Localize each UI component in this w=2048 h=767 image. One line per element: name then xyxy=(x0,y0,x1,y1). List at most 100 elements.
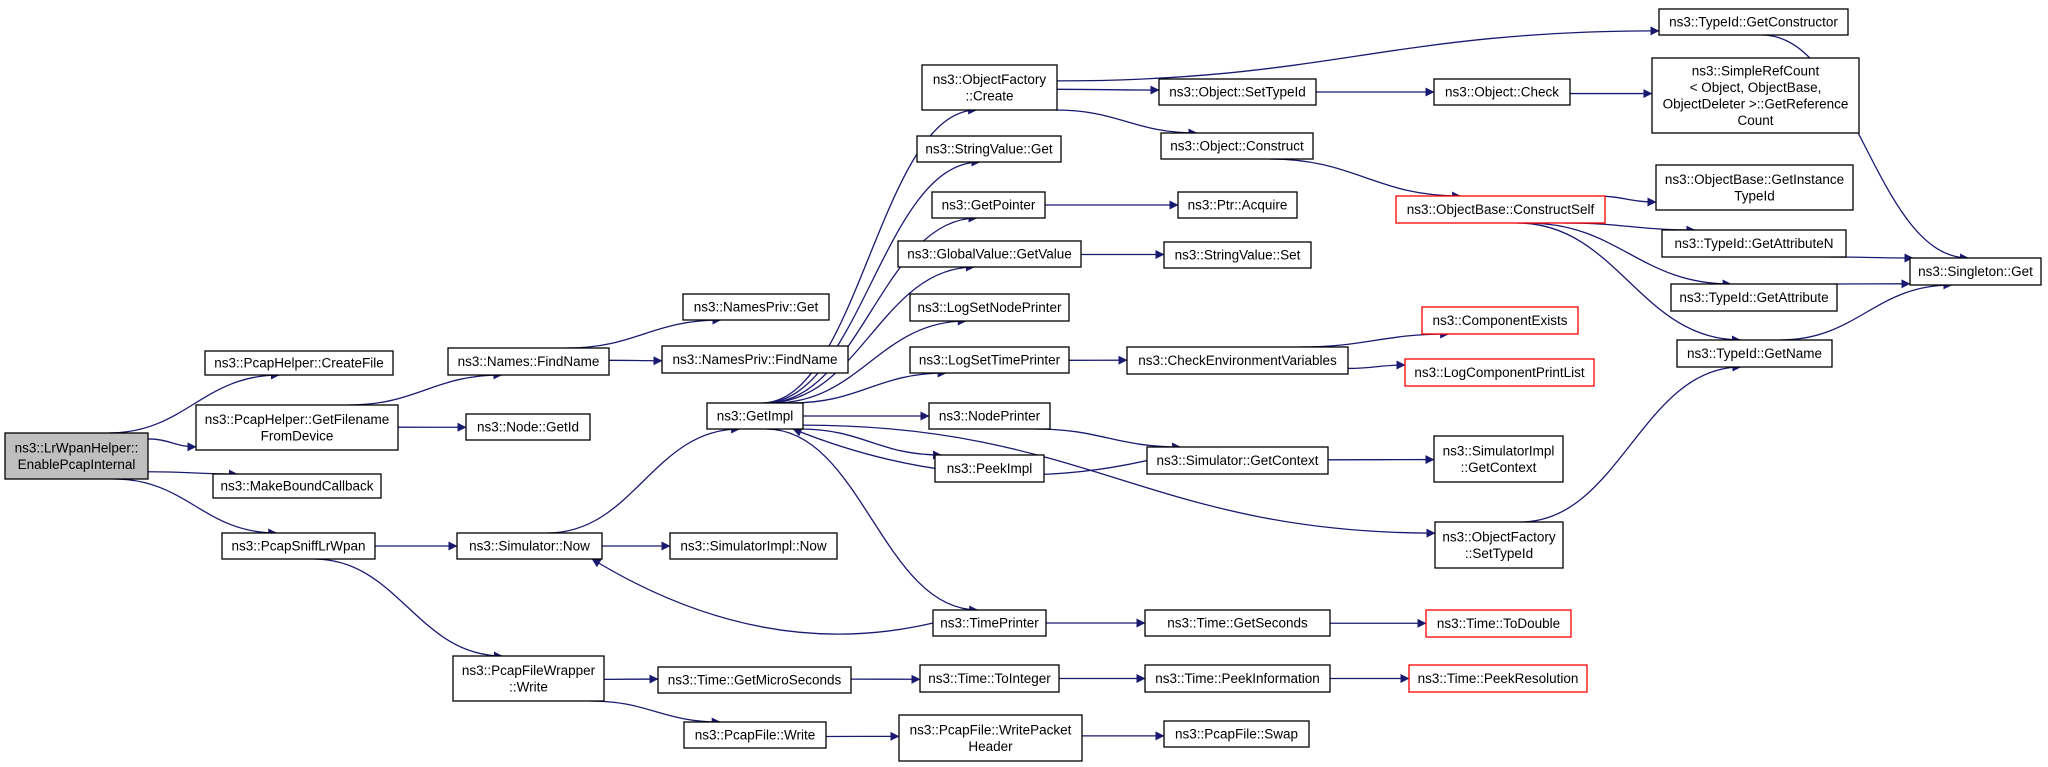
node-box[interactable] xyxy=(452,655,605,702)
node-getattr[interactable]: ns3::TypeId::GetAttribute xyxy=(1670,283,1838,312)
node-box[interactable] xyxy=(928,402,1051,430)
node-box[interactable] xyxy=(1163,241,1312,269)
node-refcount[interactable]: ns3::SimpleRefCount< Object, ObjectBase,… xyxy=(1651,57,1860,134)
node-box[interactable] xyxy=(221,532,376,560)
node-box[interactable] xyxy=(921,64,1058,111)
node-box[interactable] xyxy=(456,532,603,560)
node-box[interactable] xyxy=(1433,435,1564,483)
node-getimpl[interactable]: ns3::GetImpl xyxy=(706,402,804,430)
node-box[interactable] xyxy=(1651,57,1860,134)
node-box[interactable] xyxy=(195,404,399,451)
node-logsettime[interactable]: ns3::LogSetTimePrinter xyxy=(909,346,1070,374)
node-strset[interactable]: ns3::StringValue::Set xyxy=(1163,241,1312,269)
node-box[interactable] xyxy=(204,350,394,376)
node-timeprinter[interactable]: ns3::TimePrinter xyxy=(932,609,1047,637)
node-peekinfo[interactable]: ns3::Time::PeekInformation xyxy=(1144,664,1331,693)
node-box[interactable] xyxy=(1160,132,1314,160)
node-strget[interactable]: ns3::StringValue::Get xyxy=(916,135,1062,163)
node-box[interactable] xyxy=(1433,78,1571,106)
node-peekres[interactable]: ns3::Time::PeekResolution xyxy=(1408,664,1588,693)
node-getattrn[interactable]: ns3::TypeId::GetAttributeN xyxy=(1661,229,1847,258)
node-box[interactable] xyxy=(1421,306,1579,335)
node-box[interactable] xyxy=(897,240,1082,268)
node-box[interactable] xyxy=(1404,358,1595,387)
node-box[interactable] xyxy=(931,191,1046,219)
node-simimplnow[interactable]: ns3::SimulatorImpl::Now xyxy=(669,532,838,560)
node-checkenv[interactable]: ns3::CheckEnvironmentVariables xyxy=(1126,346,1349,375)
node-logsetnode[interactable]: ns3::LogSetNodePrinter xyxy=(909,293,1070,322)
node-ofcreate[interactable]: ns3::ObjectFactory::Create xyxy=(921,64,1058,111)
node-getmicro[interactable]: ns3::Time::GetMicroSeconds xyxy=(657,666,852,694)
edge-ofcreate-to-settypeid xyxy=(1056,85,1160,95)
node-constructself[interactable]: ns3::ObjectBase::ConstructSelf xyxy=(1395,195,1606,224)
node-createfile[interactable]: ns3::PcapHelper::CreateFile xyxy=(204,350,394,376)
node-findname[interactable]: ns3::Names::FindName xyxy=(447,347,610,376)
node-box[interactable] xyxy=(1408,664,1588,693)
node-box[interactable] xyxy=(919,664,1060,693)
node-box[interactable] xyxy=(1434,521,1564,569)
node-box[interactable] xyxy=(447,347,610,376)
node-box[interactable] xyxy=(1425,609,1572,638)
node-sniff[interactable]: ns3::PcapSniffLrWpan xyxy=(221,532,376,560)
node-box[interactable] xyxy=(1177,191,1298,219)
node-settypeid[interactable]: ns3::Object::SetTypeId xyxy=(1158,78,1317,106)
node-box[interactable] xyxy=(1163,720,1310,748)
node-getpointer[interactable]: ns3::GetPointer xyxy=(931,191,1046,219)
node-box[interactable] xyxy=(682,293,830,321)
node-swap[interactable]: ns3::PcapFile::Swap xyxy=(1163,720,1310,748)
node-box[interactable] xyxy=(669,532,838,560)
node-box[interactable] xyxy=(661,345,849,374)
node-pfwrite[interactable]: ns3::PcapFile::Write xyxy=(683,721,827,749)
node-label: ns3::ObjectFactory xyxy=(933,72,1047,87)
node-logcompprint[interactable]: ns3::LogComponentPrintList xyxy=(1404,358,1595,387)
node-box[interactable] xyxy=(1661,229,1847,258)
node-nodeprinter[interactable]: ns3::NodePrinter xyxy=(928,402,1051,430)
node-box[interactable] xyxy=(212,473,382,499)
node-box[interactable] xyxy=(909,293,1070,322)
node-box[interactable] xyxy=(683,721,827,749)
node-box[interactable] xyxy=(1126,346,1349,375)
node-box[interactable] xyxy=(1144,664,1331,693)
node-simgetctx[interactable]: ns3::Simulator::GetContext xyxy=(1146,446,1329,475)
node-pfwwrite[interactable]: ns3::PcapFileWrapper::Write xyxy=(452,655,605,702)
node-simnow[interactable]: ns3::Simulator::Now xyxy=(456,532,603,560)
node-construct[interactable]: ns3::Object::Construct xyxy=(1160,132,1314,160)
node-namesprivget[interactable]: ns3::NamesPriv::Get xyxy=(682,293,830,321)
node-box[interactable] xyxy=(1146,446,1329,475)
node-box[interactable] xyxy=(1395,195,1606,224)
node-tointeger[interactable]: ns3::Time::ToInteger xyxy=(919,664,1060,693)
node-box[interactable] xyxy=(1676,339,1833,368)
node-ptracquire[interactable]: ns3::Ptr::Acquire xyxy=(1177,191,1298,219)
node-singleton[interactable]: ns3::Singleton::Get xyxy=(1909,257,2042,286)
node-box[interactable] xyxy=(1670,283,1838,312)
node-box[interactable] xyxy=(657,666,852,694)
node-box[interactable] xyxy=(1658,8,1849,36)
node-box[interactable] xyxy=(1655,164,1854,211)
node-compexists[interactable]: ns3::ComponentExists xyxy=(1421,306,1579,335)
node-box[interactable] xyxy=(1158,78,1317,106)
node-makebound[interactable]: ns3::MakeBoundCallback xyxy=(212,473,382,499)
node-todouble[interactable]: ns3::Time::ToDouble xyxy=(1425,609,1572,638)
node-objcheck[interactable]: ns3::Object::Check xyxy=(1433,78,1571,106)
node-ofsettypeid[interactable]: ns3::ObjectFactory::SetTypeId xyxy=(1434,521,1564,569)
node-box[interactable] xyxy=(898,714,1083,762)
node-simimplctx[interactable]: ns3::SimulatorImpl::GetContext xyxy=(1433,435,1564,483)
node-box[interactable] xyxy=(1144,609,1331,637)
node-gvgetvalue[interactable]: ns3::GlobalValue::GetValue xyxy=(897,240,1082,268)
node-box[interactable] xyxy=(909,346,1070,374)
node-box[interactable] xyxy=(932,609,1047,637)
node-gettypeidctor[interactable]: ns3::TypeId::GetConstructor xyxy=(1658,8,1849,36)
node-box[interactable] xyxy=(706,402,804,430)
node-namesprivfind[interactable]: ns3::NamesPriv::FindName xyxy=(661,345,849,374)
node-peekimpl[interactable]: ns3::PeekImpl xyxy=(934,454,1045,483)
node-box[interactable] xyxy=(916,135,1062,163)
node-box[interactable] xyxy=(465,413,591,441)
node-getname[interactable]: ns3::TypeId::GetName xyxy=(1676,339,1833,368)
node-box[interactable] xyxy=(934,454,1045,483)
node-getseconds[interactable]: ns3::Time::GetSeconds xyxy=(1144,609,1331,637)
node-nodegetid[interactable]: ns3::Node::GetId xyxy=(465,413,591,441)
node-box[interactable] xyxy=(1909,257,2042,286)
